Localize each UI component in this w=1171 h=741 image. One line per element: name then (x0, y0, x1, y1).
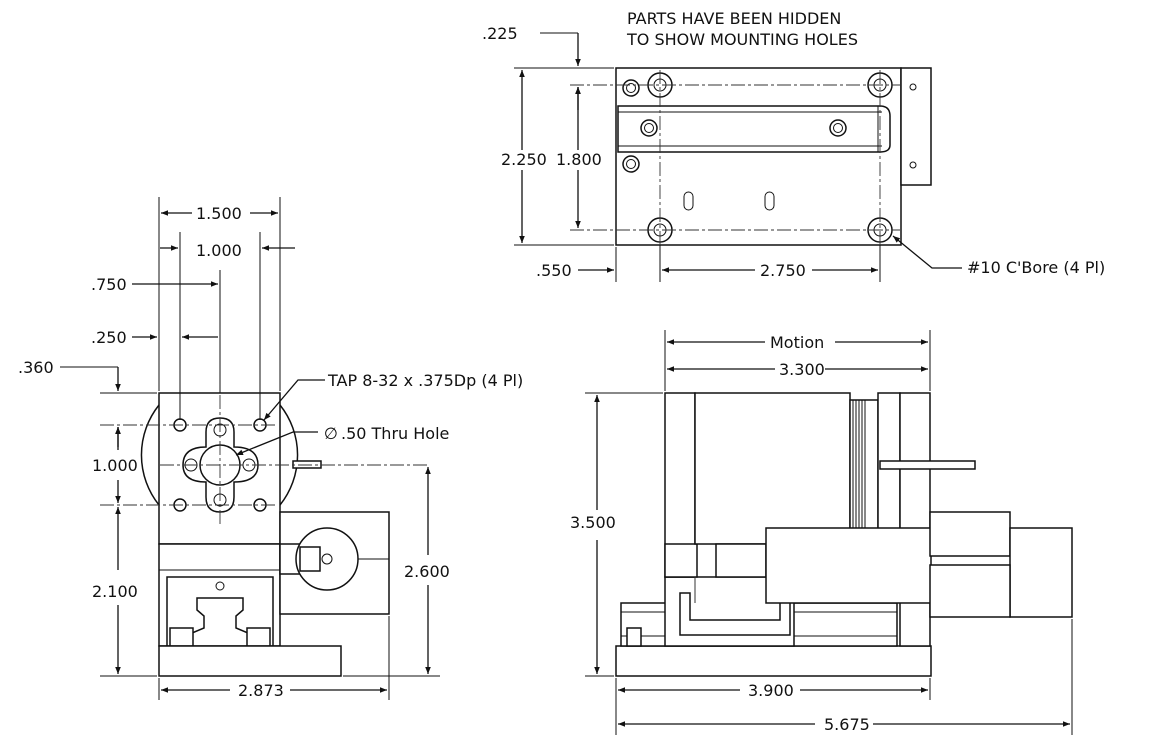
dim-top-1800: 1.800 (556, 150, 602, 169)
note-thru: .50 Thru Hole (341, 424, 449, 443)
top-screw-lower (622, 155, 640, 173)
label-motion: Motion (770, 333, 824, 352)
note-hidden-line2: TO SHOW MOUNTING HOLES (626, 30, 858, 49)
rail-clamp-right (246, 627, 271, 647)
slot-right (764, 191, 775, 211)
dim-left-750: .750 (91, 275, 127, 294)
dim-left-1000h: 1.000 (196, 241, 242, 260)
cable-housing (765, 527, 932, 604)
dim-left-360: .360 (18, 358, 54, 377)
motor-fins (849, 399, 879, 531)
bracket-hole-bottom (909, 161, 917, 169)
cable-upper (929, 511, 1011, 557)
side-view: Motion 3.300 3.500 3.900 5.675 (570, 330, 1073, 735)
bracket-hole-top (909, 83, 917, 91)
motor-circle-left (140, 404, 160, 506)
top-base-plate (615, 67, 902, 246)
side-end-bracket (899, 392, 931, 647)
cable-lower (929, 564, 1011, 618)
rail-stop (626, 627, 642, 647)
rail-clamp-left (169, 627, 194, 647)
side-base-plate (615, 645, 932, 677)
dim-right-3900: 3.900 (748, 681, 794, 700)
note-tap: TAP 8-32 x .375Dp (4 Pl) (327, 371, 523, 390)
top-view: PARTS HAVE BEEN HIDDEN TO SHOW MOUNTING … (482, 9, 1105, 282)
plate-foot (664, 543, 698, 578)
dim-right-5675: 5.675 (824, 715, 870, 734)
rail-bolt-left (640, 119, 658, 137)
dim-left-2100: 2.100 (92, 582, 138, 601)
dim-right-3300: 3.300 (779, 360, 825, 379)
motor-shaft (292, 460, 322, 469)
fin-lines (852, 400, 866, 530)
side-connector-block (715, 543, 767, 578)
dim-top-2250: 2.250 (501, 150, 547, 169)
dim-left-250: .250 (91, 328, 127, 347)
note-hidden-line1: PARTS HAVE BEEN HIDDEN (627, 9, 841, 28)
dim-right-3500: 3.500 (570, 513, 616, 532)
note-cbore: #10 C'Bore (4 Pl) (967, 258, 1105, 277)
dim-top-2750: 2.750 (760, 261, 806, 280)
dim-top-550: .550 (536, 261, 572, 280)
rail-bolt-right (829, 119, 847, 137)
motor-body (694, 392, 851, 545)
dim-left-1500: 1.500 (196, 204, 242, 223)
side-tab (299, 546, 321, 572)
cable-end (1009, 527, 1073, 618)
note-diameter-symbol: ∅ (324, 424, 338, 443)
top-rail (617, 105, 891, 153)
slot-left (683, 191, 694, 211)
motor-circle-right (279, 404, 299, 506)
dim-left-2600: 2.600 (404, 562, 450, 581)
dim-left-1000v: 1.000 (92, 456, 138, 475)
end-base-plate (158, 645, 342, 677)
dim-top-225: .225 (482, 24, 518, 43)
dim-left-2873: 2.873 (238, 681, 284, 700)
end-view: 1.500 1.000 .750 .250 .360 1.000 2.100 (18, 197, 523, 700)
top-screw-upper (622, 79, 640, 97)
side-shaft (879, 460, 976, 470)
